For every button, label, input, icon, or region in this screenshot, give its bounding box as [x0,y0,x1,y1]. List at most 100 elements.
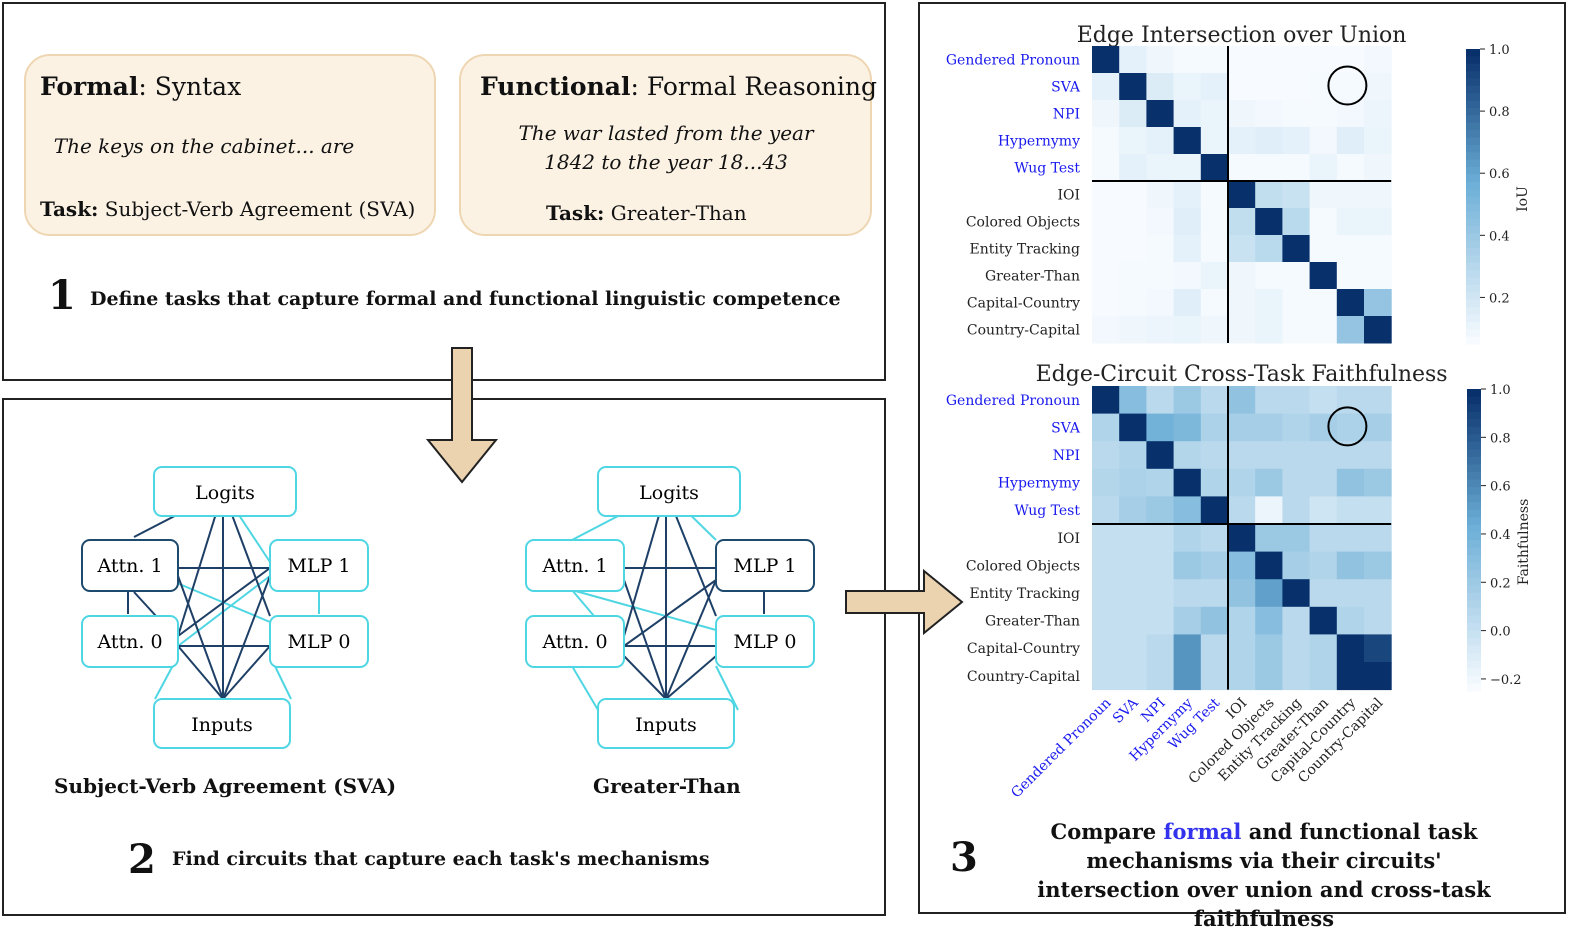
heatmap-cell [1255,316,1283,344]
heatmap-cell [1200,208,1229,236]
heatmap-cell [1228,386,1256,415]
heatmap-cell [1146,468,1175,497]
edge-attn1-mlp0 [571,589,717,631]
heatmap-cell [1228,181,1256,209]
column-label: Gendered Pronoun [1008,695,1114,801]
colorbar-segment [1466,137,1480,146]
node-mlp0: MLP 0 [715,615,815,668]
colorbar-segment [1466,63,1480,72]
colorbar-segment [1467,472,1481,481]
heatmap-cell [1336,524,1365,553]
colorbar-tick-label: 1.0 [1489,43,1510,58]
colorbar-segment [1466,167,1480,175]
heatmap-cell [1173,386,1202,415]
heatmap-cell [1364,262,1392,290]
heatmap-cell [1146,289,1175,317]
heatmap-cell [1255,386,1283,415]
heatmap-cell [1364,100,1392,128]
heatmap-cell [1200,606,1229,635]
heatmap-cell [1119,441,1147,470]
heatmap-cell [1173,127,1202,155]
colorbar-segment [1466,277,1480,286]
heatmap-cell [1119,662,1147,691]
heatmap-cell [1364,386,1392,415]
heatmap-cell [1119,73,1147,101]
heatmap-cell [1309,100,1338,128]
heatmap-cell [1119,634,1147,663]
functional-task-card: Functional: Formal Reasoning The war las… [459,54,877,236]
heatmap-cell [1282,127,1311,155]
heatmap-cell [1173,579,1202,608]
colorbar-segment [1466,108,1480,116]
node-inputs: Inputs [153,698,291,749]
colorbar-segment [1466,144,1480,153]
heatmap-title: Edge-Circuit Cross-Task Faithfulness [1036,362,1448,387]
edge-inputs-attn0 [623,655,667,700]
heatmap-cell [1282,316,1311,344]
row-label: NPI [1053,448,1080,464]
title-separator: : [138,72,155,101]
heatmap-cell [1092,634,1120,663]
heatmap-cell [1173,100,1202,128]
heatmap-cell [1092,441,1120,470]
colorbar-segment [1466,285,1480,293]
colorbar-segment [1466,196,1480,205]
colorbar-tick-label: 0.4 [1490,528,1511,543]
greater-than-circuit: Logits Attn. 1 MLP 1 Attn. 0 MLP 0 Input… [525,466,815,749]
row-label: Entity Tracking [970,586,1081,602]
heatmap-cell [1364,127,1392,155]
heatmap-cell [1228,154,1256,182]
heatmap-cell [1228,289,1256,317]
heatmap-cell [1336,551,1365,580]
node-label: Inputs [635,714,697,736]
heatmap-cell [1309,46,1338,74]
highlight-circle [1327,65,1368,106]
heatmap-cell [1309,235,1338,263]
heatmap-cell [1282,386,1311,415]
heatmap-cell [1309,524,1338,553]
colorbar-segment [1467,607,1481,617]
heatmap-cell [1255,46,1283,74]
heatmap-cell [1200,127,1229,155]
heatmap-cell [1173,316,1202,344]
heatmap-cell [1228,46,1256,74]
heatmap-cell [1255,579,1283,608]
row-label: Hypernymy [998,134,1080,150]
step-1-description: Define tasks that capture formal and fun… [90,288,841,310]
colorbar-segment [1466,56,1480,65]
node-attn0: Attn. 0 [81,615,179,668]
heatmap-cell [1309,441,1338,470]
row-label: Country-Capital [967,669,1081,685]
step-2-description: Find circuits that capture each task's m… [172,848,710,870]
heatmap-cell [1255,208,1283,236]
heatmap-cell [1119,127,1147,155]
formal-task-name: Subject-Verb Agreement (SVA) [98,197,416,221]
colorbar-segment [1467,577,1481,586]
colorbar-segment [1466,307,1480,316]
formal-task-line: Task: Subject-Verb Agreement (SVA) [40,197,415,221]
heatmap-cell [1092,662,1120,691]
heatmap-cell [1200,634,1229,663]
heatmap-cell [1309,154,1338,182]
heatmap-cell [1228,262,1256,290]
heatmap-cell [1119,289,1147,317]
heatmap-cell [1092,262,1120,290]
heatmap-cell [1146,127,1175,155]
heatmap-cell [1173,262,1202,290]
colorbar-segment [1467,630,1481,639]
heatmap-cell [1309,662,1338,691]
heatmap-cell [1255,634,1283,663]
colorbar-segment [1466,314,1480,323]
heatmap-cell [1364,181,1392,209]
heatmap-cell [1228,634,1256,663]
heatmap-cell [1146,181,1175,209]
colorbar-segment [1467,389,1481,398]
heatmap-cell [1228,441,1256,470]
heatmap-cell [1092,551,1120,580]
heatmap-cell [1173,441,1202,470]
heatmap-cell [1336,413,1365,442]
heatmap-cell [1146,154,1175,182]
row-label: Gendered Pronoun [946,393,1080,409]
heatmap-cell [1228,606,1256,635]
colorbar-segment [1466,115,1480,124]
